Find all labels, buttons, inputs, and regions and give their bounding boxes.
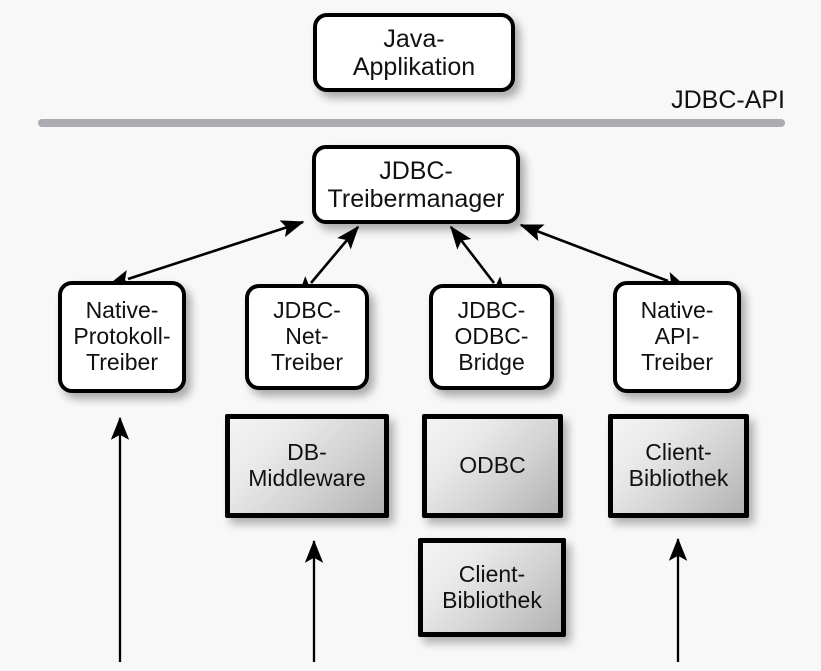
jdbc-api-divider <box>38 119 785 127</box>
node-java-applikation[interactable]: Java- Applikation <box>313 13 515 92</box>
node-client-bibliothek-right[interactable]: Client- Bibliothek <box>608 414 749 518</box>
node-jdbc-treibermanager[interactable]: JDBC- Treibermanager <box>312 145 520 224</box>
node-client-bibliothek-odbc[interactable]: Client- Bibliothek <box>418 538 566 637</box>
node-jdbc-odbc-bridge[interactable]: JDBC- ODBC- Bridge <box>429 284 554 390</box>
arrow-manager-jdbc-odbc <box>449 225 508 301</box>
node-db-middleware[interactable]: DB- Middleware <box>225 414 389 518</box>
node-native-api-treiber[interactable]: Native- API- Treiber <box>613 281 741 393</box>
node-jdbc-net-treiber[interactable]: JDBC- Net- Treiber <box>245 284 369 390</box>
node-native-protokoll-treiber[interactable]: Native- Protokoll- Treiber <box>58 281 186 393</box>
jdbc-api-label: JDBC-API <box>671 86 785 114</box>
arrow-manager-native-protokoll <box>107 220 305 287</box>
node-odbc[interactable]: ODBC <box>422 414 563 518</box>
arrow-manager-native-api <box>519 223 689 289</box>
arrow-manager-jdbc-net <box>296 225 360 300</box>
